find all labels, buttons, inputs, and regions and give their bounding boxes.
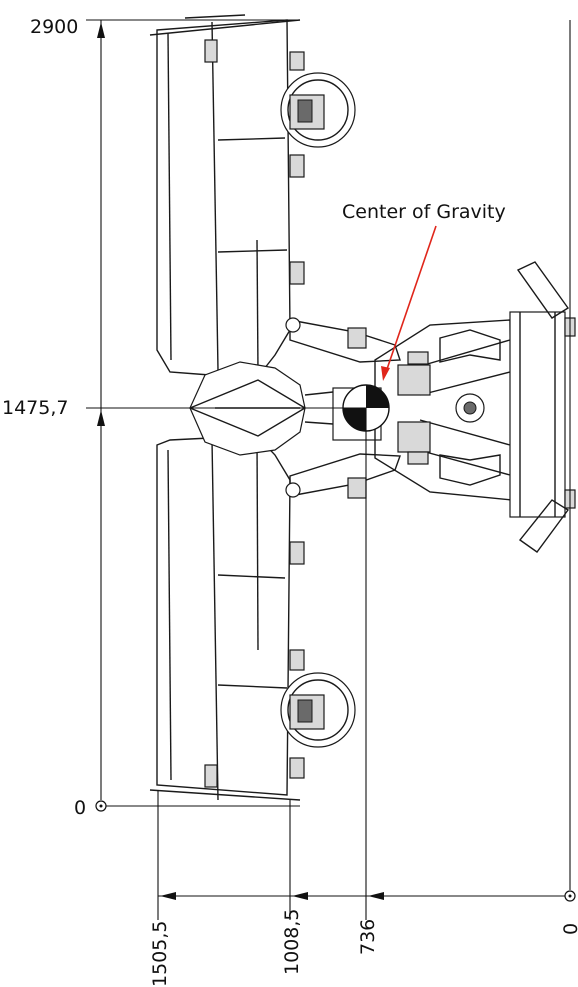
vertical-dimension-system: 2900 1475,7 0: [2, 16, 366, 819]
cog-arrow-head: [381, 366, 390, 381]
cog-arrow-line: [385, 225, 437, 373]
lower-mower-deck: [156, 435, 291, 796]
hitch-frame: [374, 319, 513, 501]
cog-annotation: Center of Gravity: [342, 201, 506, 381]
lower-link-arm: [289, 453, 401, 497]
cog-label: Center of Gravity: [342, 201, 506, 223]
lower-skid-wheel: [204, 541, 356, 788]
dim-1505-5: 1505,5: [149, 921, 171, 987]
upper-link-arm: [289, 319, 401, 363]
upper-top-link: [516, 261, 570, 319]
dim-1008-5: 1008,5: [281, 909, 303, 975]
dim-h-0: 0: [560, 923, 578, 935]
three-point-frame: [509, 311, 566, 518]
horizontal-dimension-system: 1505,5 1008,5 736 0: [149, 20, 578, 987]
upper-mower-deck: [156, 19, 291, 379]
lower-top-link: [518, 499, 570, 553]
dim-2900: 2900: [30, 16, 78, 38]
upper-skid-wheel: [204, 39, 356, 285]
dim-v-0: 0: [74, 797, 86, 819]
dim-736: 736: [357, 919, 379, 955]
dim-1475-7: 1475,7: [2, 397, 68, 419]
